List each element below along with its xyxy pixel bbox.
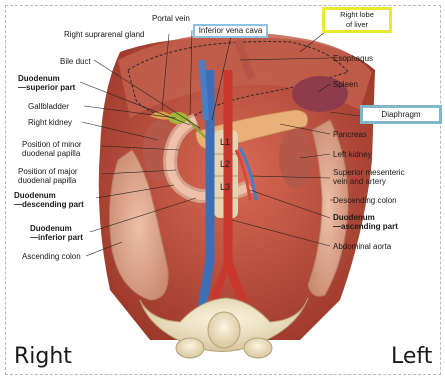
left-kidney (279, 128, 313, 188)
label-minor-papilla: Position of minor duodenal papilla (22, 140, 82, 158)
label-right-suprarenal-gland: Right suprarenal gland (64, 30, 145, 39)
label-esophagus: Esophagus (333, 54, 373, 63)
label-gallbladder: Gallbladder (28, 102, 69, 111)
label-duodenum-superior: Duodenum —superior part (18, 74, 75, 92)
label-pancreas: Pancreas (333, 130, 367, 139)
label-ascending-colon: Ascending colon (22, 252, 81, 261)
box-inferior-vena-cava: Inferior vena cava (193, 24, 268, 38)
label-descending-colon: Descending colon (333, 196, 397, 205)
label-right-kidney: Right kidney (28, 118, 72, 127)
label-superior-mesenteric: Superior mesenteric vein and artery (333, 168, 405, 186)
sacrum (208, 312, 240, 348)
vertebra-l3: L3 (220, 183, 230, 192)
vertebra-l2: L2 (220, 160, 230, 169)
vertebra-l1: L1 (220, 138, 230, 147)
label-portal-vein: Portal vein (152, 14, 190, 23)
label-duodenum-ascending: Duodenum —ascending part (333, 213, 398, 231)
orientation-left: Left (391, 344, 432, 369)
label-duodenum-descending: Duodenum —descending part (14, 191, 84, 209)
label-bile-duct: Bile duct (60, 57, 91, 66)
label-duodenum-inferior: Duodenum —inferior part (30, 224, 83, 242)
box-right-lobe-liver: Right lobe of liver (322, 7, 392, 33)
portal-vein (202, 60, 206, 120)
label-spleen: Spleen (333, 80, 358, 89)
box-diaphragm: Diaphragm (360, 105, 442, 124)
orientation-right: Right (14, 344, 72, 369)
label-abdominal-aorta: Abdominal aorta (333, 242, 391, 251)
label-major-papilla: Position of major duodenal papilla (18, 167, 78, 185)
label-left-kidney: Left kidney (333, 150, 372, 159)
